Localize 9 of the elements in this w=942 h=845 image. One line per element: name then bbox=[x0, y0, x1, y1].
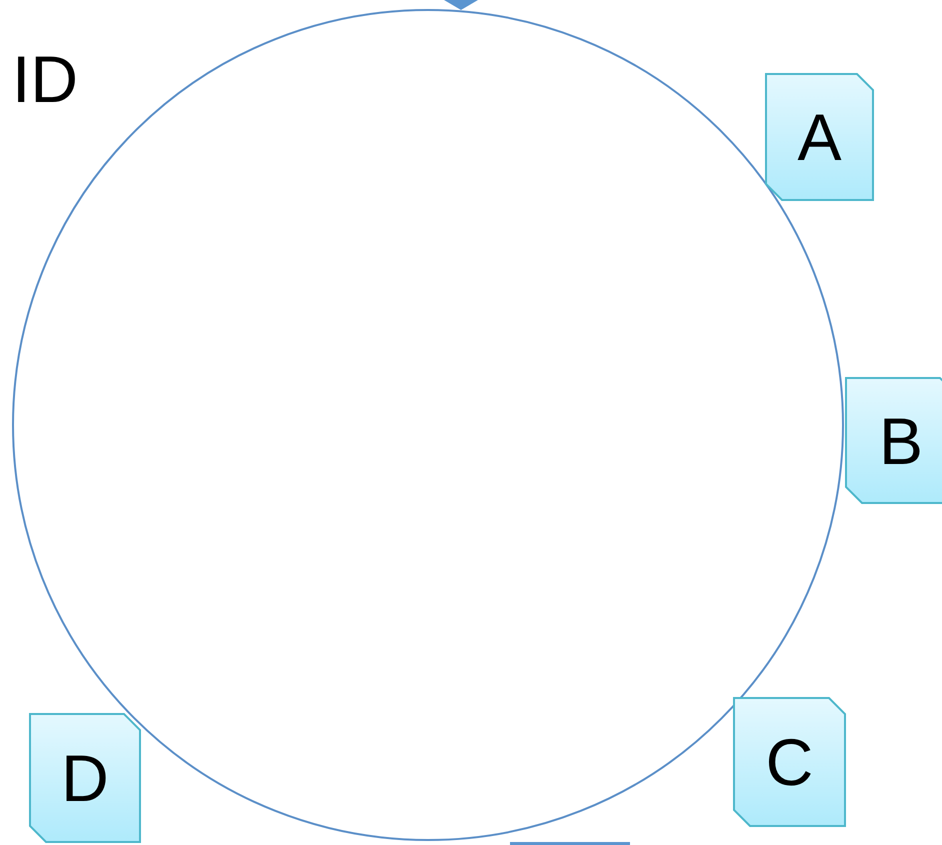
node-label: C bbox=[766, 729, 814, 795]
cut-corner-box bbox=[734, 698, 845, 826]
node-label: D bbox=[61, 745, 109, 811]
node-label: B bbox=[878, 408, 924, 474]
cut-corner-box bbox=[846, 378, 942, 503]
cut-corner-box bbox=[30, 714, 140, 842]
cut-corner-box bbox=[766, 74, 873, 200]
id-label: ID bbox=[12, 46, 78, 112]
node-label: A bbox=[797, 104, 842, 170]
